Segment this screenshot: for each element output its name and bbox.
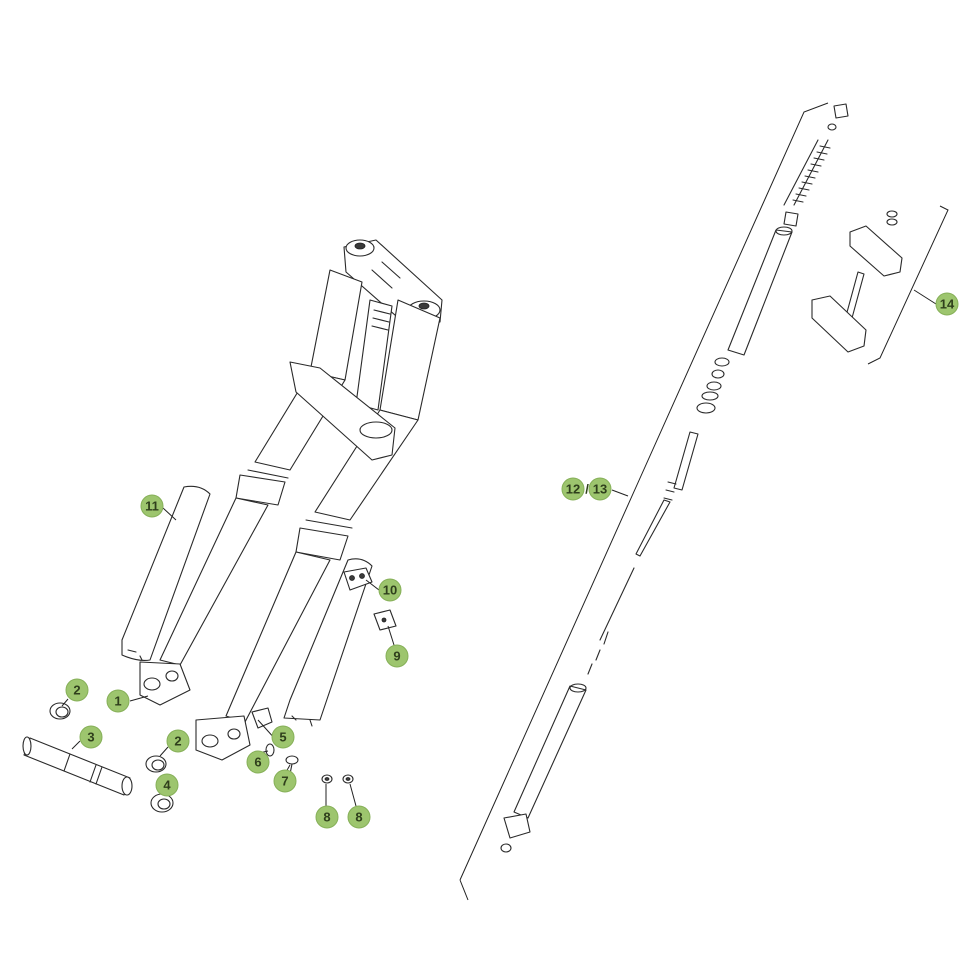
fork-assembly bbox=[139, 239, 443, 761]
axle-lug-right bbox=[195, 715, 251, 761]
spacer-4 bbox=[150, 793, 174, 813]
callout-2b[interactable]: 2 bbox=[166, 729, 190, 753]
guard-clip-10 bbox=[343, 567, 373, 591]
fork-guard-right bbox=[283, 558, 373, 727]
lower-triple-clamp bbox=[289, 361, 396, 461]
callout-8a[interactable]: 8 bbox=[315, 805, 339, 829]
callout-11[interactable]: 11 bbox=[140, 494, 164, 518]
callout-5[interactable]: 5 bbox=[271, 725, 295, 749]
svg-text:9: 9 bbox=[393, 649, 400, 664]
callout-6[interactable]: 6 bbox=[246, 750, 270, 774]
callout-separator: / bbox=[585, 482, 589, 497]
triple-clamp-group bbox=[811, 205, 949, 365]
callout-9[interactable]: 9 bbox=[385, 644, 409, 668]
svg-text:7: 7 bbox=[281, 774, 288, 789]
o-ring-6 bbox=[265, 743, 275, 757]
svg-text:12: 12 bbox=[566, 482, 580, 497]
svg-text:1: 1 bbox=[114, 694, 121, 709]
svg-text:10: 10 bbox=[383, 583, 397, 598]
callout-7[interactable]: 7 bbox=[273, 769, 297, 793]
caliper-mount bbox=[251, 707, 273, 729]
exploded-fork-leg bbox=[459, 102, 849, 901]
bracket-9 bbox=[373, 609, 397, 631]
svg-text:5: 5 bbox=[279, 730, 286, 745]
callout-13[interactable]: 13 bbox=[588, 477, 612, 501]
svg-text:2: 2 bbox=[73, 683, 80, 698]
callout-3[interactable]: 3 bbox=[79, 725, 103, 749]
group-bracket-12-13 bbox=[459, 102, 829, 901]
svg-text:14: 14 bbox=[940, 297, 955, 312]
callout-2a[interactable]: 2 bbox=[65, 678, 89, 702]
svg-text:6: 6 bbox=[254, 755, 261, 770]
svg-text:2: 2 bbox=[174, 734, 181, 749]
callout-1[interactable]: 1 bbox=[106, 689, 130, 713]
nut-8a bbox=[321, 774, 333, 784]
callout-4[interactable]: 4 bbox=[155, 773, 179, 797]
group-bracket-14 bbox=[867, 205, 949, 365]
fork-spring bbox=[783, 139, 831, 206]
steering-stem bbox=[355, 299, 393, 411]
leader-lines bbox=[61, 289, 937, 807]
callouts: 11 1 2 3 2 4 5 6 bbox=[65, 292, 959, 829]
svg-text:4: 4 bbox=[163, 778, 171, 793]
svg-text:8: 8 bbox=[355, 810, 362, 825]
callout-14[interactable]: 14 bbox=[935, 292, 959, 316]
callout-10[interactable]: 10 bbox=[378, 578, 402, 602]
spacer-2a bbox=[49, 702, 71, 720]
fork-guard-left bbox=[121, 485, 211, 661]
callout-8b[interactable]: 8 bbox=[347, 805, 371, 829]
svg-text:8: 8 bbox=[323, 810, 330, 825]
front-axle bbox=[22, 736, 133, 796]
svg-text:13: 13 bbox=[593, 482, 607, 497]
svg-text:11: 11 bbox=[145, 499, 159, 514]
svg-text:3: 3 bbox=[87, 730, 94, 745]
spacer-2b bbox=[145, 755, 167, 773]
callout-12[interactable]: 12 bbox=[561, 477, 585, 501]
nut-8b bbox=[342, 774, 354, 784]
axle-lug-left bbox=[139, 661, 191, 706]
